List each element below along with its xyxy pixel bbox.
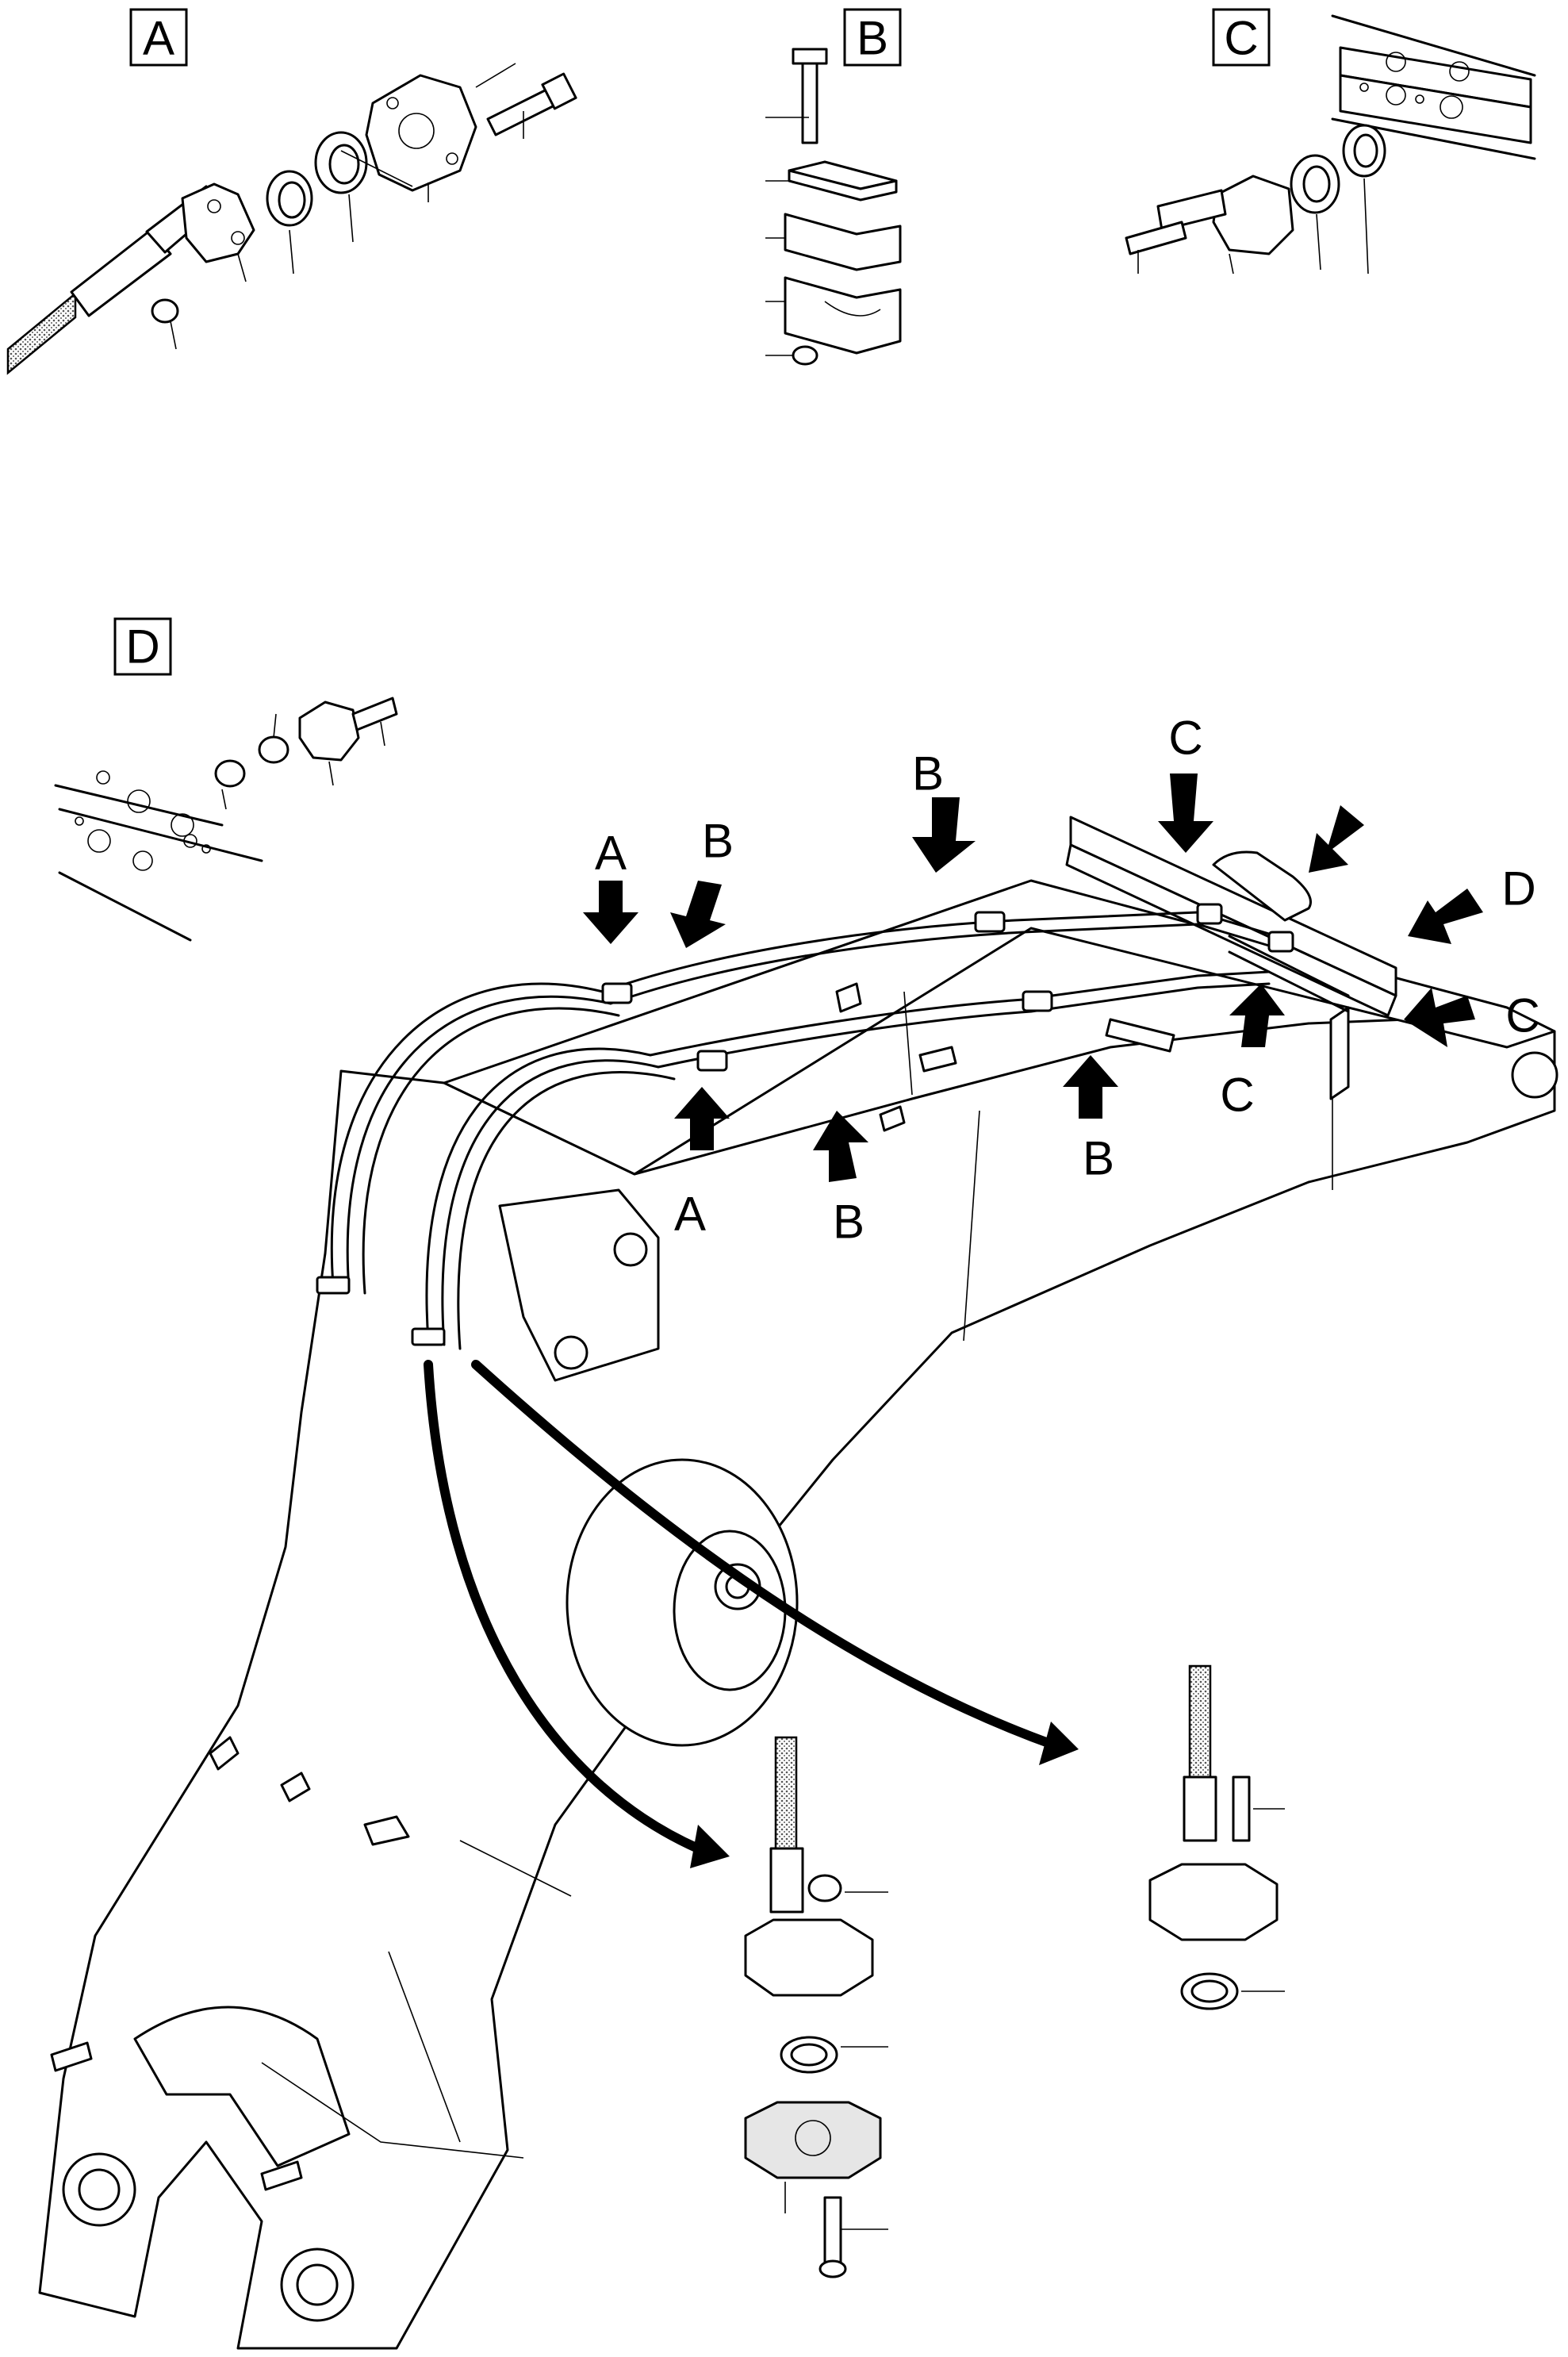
callout-c-right: C [1505, 989, 1539, 1042]
detail-b-label: B [843, 8, 902, 67]
callout-b-4: B [1083, 1132, 1114, 1185]
callout-a-bottom: A [674, 1188, 706, 1241]
callout-a-top: A [595, 827, 627, 880]
detail-a-hose-flange [6, 63, 577, 375]
detail-c-label: C [1212, 8, 1271, 67]
detail-d-letter: D [125, 620, 159, 674]
hose-manifold-block [1065, 816, 1397, 1100]
callout-d-right: D [1501, 862, 1535, 916]
detail-d-label: D [113, 617, 172, 676]
callout-c-bottom: C [1220, 1069, 1254, 1122]
callout-b-3: B [833, 1196, 865, 1249]
callout-b-2: B [912, 747, 944, 800]
callout-labels: A A B B B B C C C D [595, 712, 1540, 1249]
lower-right-hose-flange [1148, 1664, 1285, 2010]
detail-b-hose-clamp [765, 48, 902, 366]
lower-left-hose-flange [744, 1736, 888, 2278]
detail-b-letter: B [857, 12, 888, 65]
detail-d-block-connection [54, 697, 398, 942]
callout-c-top: C [1168, 712, 1202, 765]
hydraulic-hoses [316, 903, 1350, 1868]
callout-b-1: B [702, 815, 734, 868]
detail-c-block-connection [1125, 14, 1536, 274]
callout-arrows [583, 774, 1483, 1182]
detail-a-letter: A [143, 12, 174, 65]
detail-a-label: A [129, 8, 188, 67]
detail-c-letter: C [1224, 12, 1258, 65]
